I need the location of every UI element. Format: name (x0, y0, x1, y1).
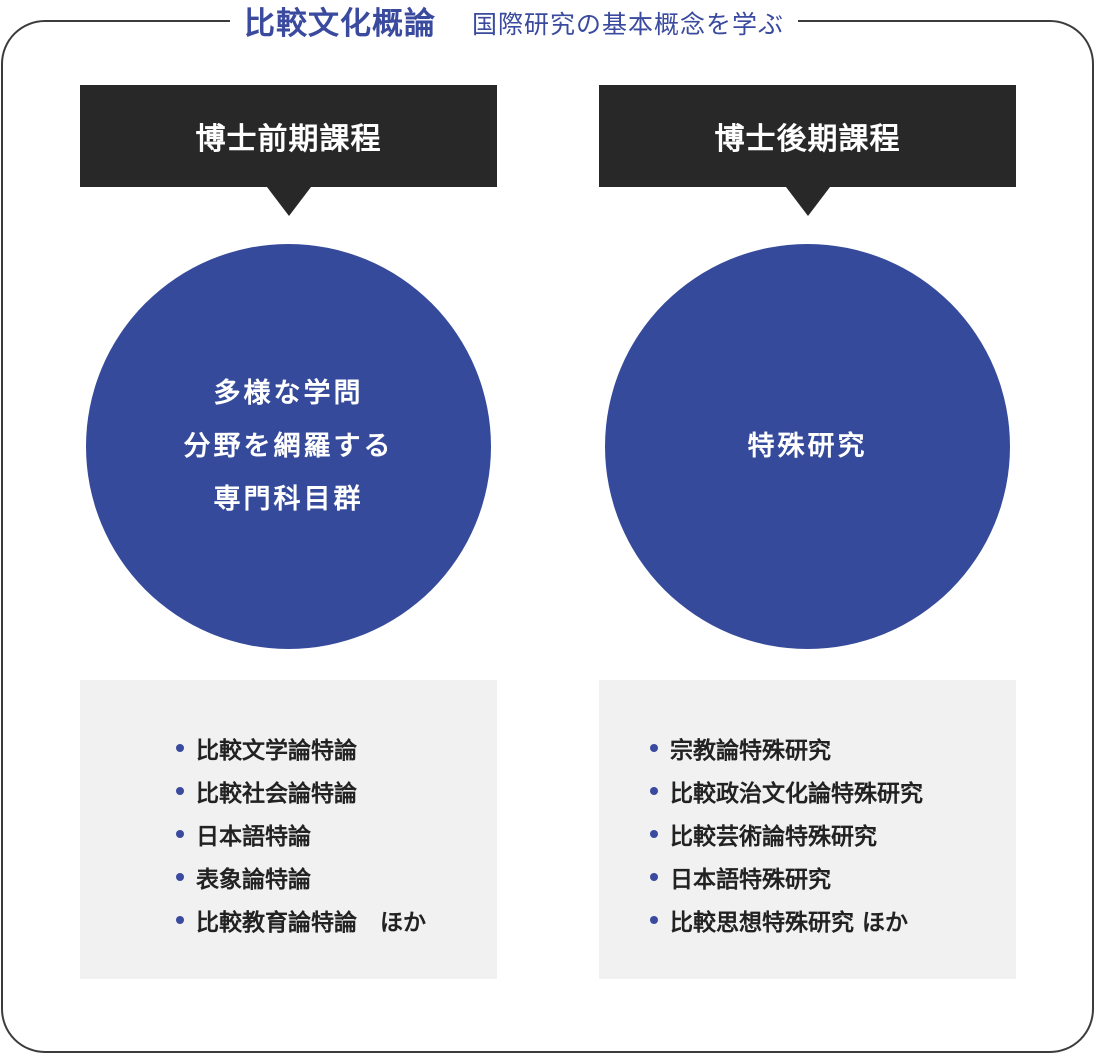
circle-line: 特殊研究 (747, 431, 868, 462)
list-item-label: 表象論特論 (196, 866, 311, 893)
bullet-icon (176, 786, 184, 795)
column-header-label: 博士前期課程 (195, 122, 382, 157)
list-item-label: 比較思想特殊研究 ほか (670, 909, 909, 936)
list-item: 比較社会論特論 (176, 769, 426, 812)
bullet-icon (176, 829, 184, 838)
bullet-icon (176, 743, 184, 752)
list-item: 比較教育論特論 ほか (176, 898, 426, 941)
list-item: 比較文学論特論 (176, 726, 426, 769)
list-item-label: 日本語特論 (196, 823, 311, 850)
list-item: 比較政治文化論特殊研究 (650, 769, 923, 812)
column-header: 博士後期課程 (599, 85, 1016, 216)
list-item-label: 宗教論特殊研究 (670, 737, 831, 764)
diagram-title: 比較文化概論 国際研究の基本概念を学ぶ (230, 0, 799, 44)
list-item-label: 比較芸術論特殊研究 (670, 823, 877, 850)
column-header-label: 博士後期課程 (714, 122, 901, 157)
list-item-label: 比較政治文化論特殊研究 (670, 780, 923, 807)
course-list-box: 比較文学論特論 比較社会論特論 日本語特論 表象論特論 比較教育論特論 ほか (80, 680, 497, 979)
list-item-label: 日本語特殊研究 (670, 866, 831, 893)
course-list: 宗教論特殊研究 比較政治文化論特殊研究 比較芸術論特殊研究 日本語特殊研究 比較… (650, 726, 923, 941)
list-item: 宗教論特殊研究 (650, 726, 923, 769)
list-item: 比較芸術論特殊研究 (650, 812, 923, 855)
list-item: 日本語特論 (176, 812, 426, 855)
summary-circle: 特殊研究 (605, 244, 1010, 649)
bullet-icon (650, 872, 658, 881)
list-item: 比較思想特殊研究 ほか (650, 898, 923, 941)
bullet-icon (650, 829, 658, 838)
circle-line: 多様な学問 (213, 378, 364, 409)
circle-line: 専門科目群 (213, 484, 364, 515)
list-item: 表象論特論 (176, 855, 426, 898)
list-item-label: 比較社会論特論 (196, 780, 357, 807)
down-pointer-icon (266, 187, 311, 216)
column-masters: 博士前期課程 多様な学問 分野を網羅する 専門科目群 比較文学論特論 比較社会論… (80, 85, 497, 979)
course-list-box: 宗教論特殊研究 比較政治文化論特殊研究 比較芸術論特殊研究 日本語特殊研究 比較… (599, 680, 1016, 979)
down-pointer-icon (785, 187, 830, 216)
list-item: 日本語特殊研究 (650, 855, 923, 898)
bullet-icon (650, 915, 658, 924)
bullet-icon (650, 786, 658, 795)
bullet-icon (176, 872, 184, 881)
column-header: 博士前期課程 (80, 85, 497, 216)
title-subtitle: 国際研究の基本概念を学ぶ (472, 10, 785, 39)
title-main: 比較文化概論 (244, 6, 436, 42)
bullet-icon (650, 743, 658, 752)
column-doctoral: 博士後期課程 特殊研究 宗教論特殊研究 比較政治文化論特殊研究 比較芸術論特殊研… (599, 85, 1016, 979)
circle-line: 分野を網羅する (183, 431, 394, 462)
course-list: 比較文学論特論 比較社会論特論 日本語特論 表象論特論 比較教育論特論 ほか (176, 726, 426, 941)
list-item-label: 比較文学論特論 (196, 737, 357, 764)
summary-circle: 多様な学問 分野を網羅する 専門科目群 (86, 244, 491, 649)
list-item-label: 比較教育論特論 ほか (196, 909, 426, 936)
bullet-icon (176, 915, 184, 924)
